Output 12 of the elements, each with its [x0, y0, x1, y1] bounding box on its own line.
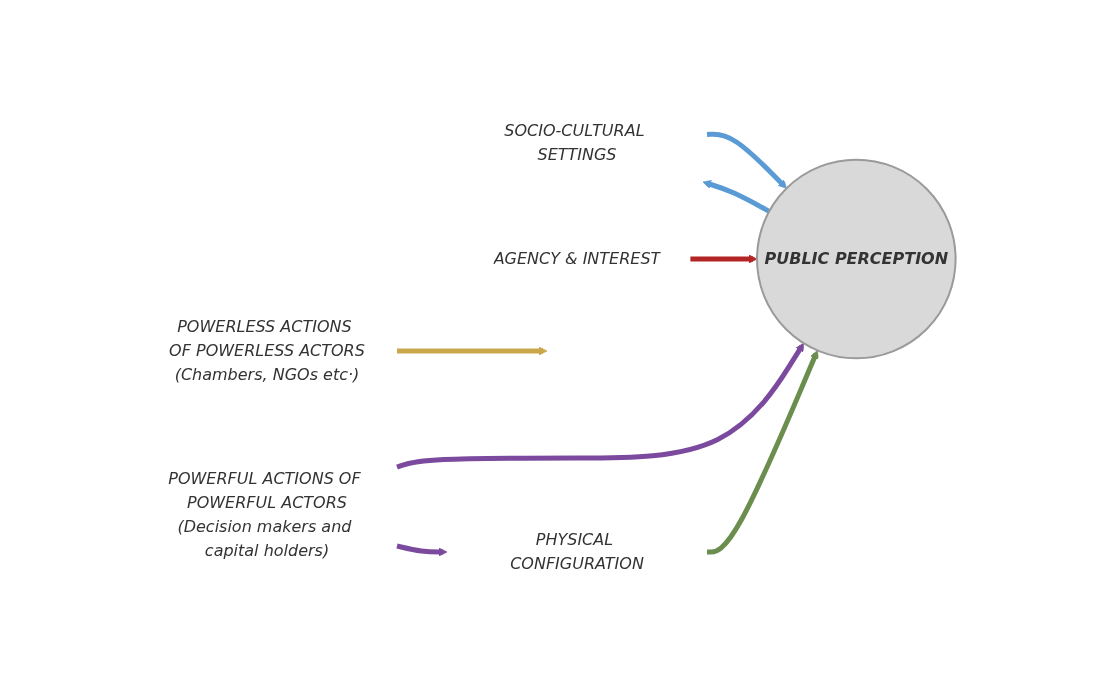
arrow [396, 543, 448, 557]
arrow [702, 180, 771, 214]
arrow [397, 346, 548, 356]
node-label: POWERFUL ACTIONS OF POWERFUL ACTORS (Decision makers and capital holders) [168, 469, 361, 560]
arrow [707, 131, 788, 189]
arrow [707, 350, 819, 555]
node-label: SOCIO-CULTURAL SETTINGS [504, 121, 645, 164]
node-label: PHYSICAL CONFIGURATION [510, 530, 645, 573]
node-label: POWERLESS ACTIONS OF POWERLESS ACTORS (Chambers, NGOs etc·) [169, 317, 366, 384]
arrow [396, 342, 805, 470]
circle-node: PUBLIC PERCEPTION [756, 158, 957, 360]
arrow [690, 254, 758, 264]
